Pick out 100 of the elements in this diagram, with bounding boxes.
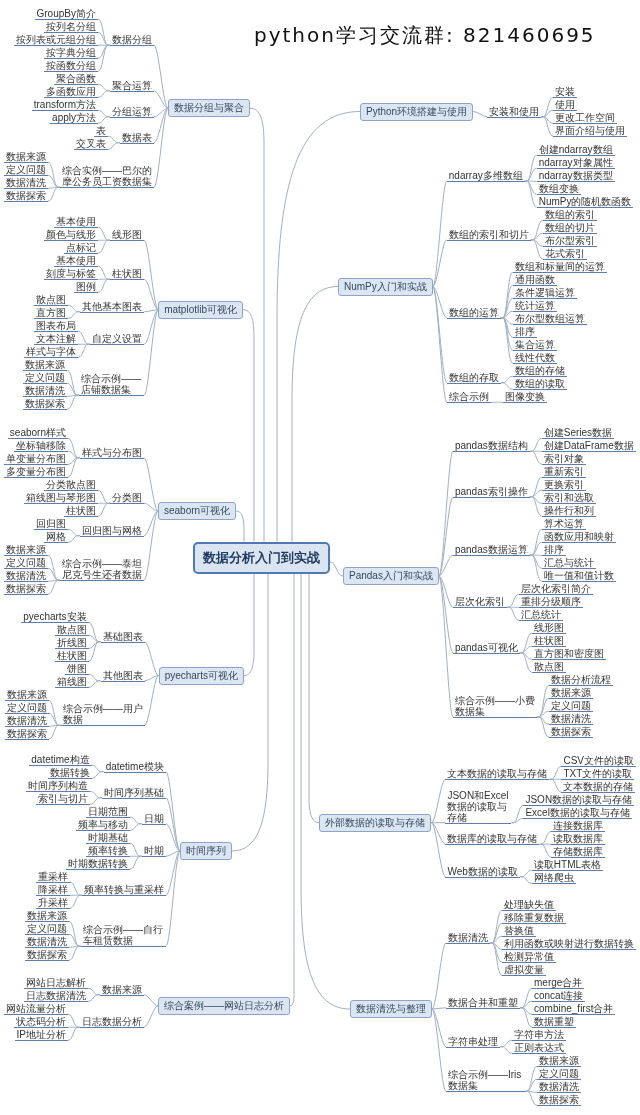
subtopic-label: 综合示例——Iris数据集 <box>446 1069 525 1092</box>
detail-label: 柱状图 <box>54 650 89 662</box>
subtopic-label: 数组的运算 <box>446 306 501 319</box>
detail-label: 图例 <box>74 281 99 293</box>
subtopic-label: 基础图表 <box>100 630 145 643</box>
detail-label: 索引对象 <box>541 453 586 465</box>
branch-curve <box>529 496 543 517</box>
branch-curve <box>68 945 82 961</box>
branch-curve <box>506 606 520 621</box>
detail-label: 重新索引 <box>541 466 586 478</box>
detail-label: 数组的切片 <box>542 222 597 234</box>
branch-curve <box>438 575 454 654</box>
subtopic-label: 自定义设置 <box>90 333 145 345</box>
subtopic-label: ndarray多维数组 <box>446 170 525 182</box>
subtopic-label: 其他基本图表 <box>80 300 145 313</box>
detail-label: JSON数据的读取与存储 <box>523 794 635 806</box>
detail-label: 数据探索 <box>537 1094 581 1106</box>
branch-curve <box>129 842 143 857</box>
detail-label: 按列名分组 <box>44 21 98 33</box>
branch-curve <box>500 317 514 364</box>
subtopic-label: 数据库的读取与存储 <box>445 833 540 845</box>
detail-label: 更改工作空间 <box>553 112 618 124</box>
branch-curve <box>144 641 160 676</box>
detail-label: TXT文件的读取 <box>561 768 635 780</box>
detail-label: 布尔型数组运算 <box>512 313 587 325</box>
subtopic-label: 字符串处理 <box>446 1035 500 1048</box>
branch-curve <box>529 450 543 465</box>
branch-curve <box>97 90 111 98</box>
detail-label: 频率与移动 <box>76 819 130 831</box>
detail-label: 数据清洗 <box>4 715 49 727</box>
branch-curve <box>129 823 143 831</box>
subtopic-label: pandas索引操作 <box>452 485 530 498</box>
subtopic-label: pandas可视化 <box>452 641 520 654</box>
detail-label: 定义问题 <box>537 1068 581 1080</box>
central-topic-box: 数据分析入门到实战 <box>193 541 330 574</box>
detail-label: 状态码分析 <box>14 1016 68 1028</box>
branch-curve <box>499 1046 513 1054</box>
subtopic-label: 层次化索引 <box>452 596 507 608</box>
subtopic-label: 安装和使用 <box>487 105 542 118</box>
subtopic-label: 时期 <box>142 845 166 857</box>
branch-curve <box>69 881 83 896</box>
detail-label: 文本数据的存储 <box>561 781 636 793</box>
detail-label: 定义问题 <box>548 700 593 712</box>
branch-curve <box>519 876 533 884</box>
branch-curve <box>165 850 181 947</box>
detail-label: 汇总与统计 <box>541 557 596 569</box>
detail-label: 散点图 <box>34 294 69 306</box>
detail-label: 刻度与标签 <box>44 268 99 280</box>
branch-curve <box>68 933 82 947</box>
branch-curve <box>536 684 550 718</box>
branch-curve <box>489 942 503 976</box>
detail-label: 基本使用 <box>54 216 99 228</box>
detail-label: apply方法 <box>50 112 98 124</box>
topic-box: Pandas入门和实战 <box>343 567 439 585</box>
branch-curve <box>143 1005 159 1028</box>
topic-box: 数据分组与聚合 <box>168 99 250 118</box>
detail-label: 安装 <box>553 86 578 98</box>
branch-curve <box>165 823 181 852</box>
detail-label: Excel数据的读取与存储 <box>523 807 632 819</box>
subtopic-label: 柱状图 <box>110 268 145 280</box>
detail-label: 降采样 <box>36 884 70 896</box>
detail-label: 检测异常值 <box>502 951 556 963</box>
branch-curve <box>291 286 339 542</box>
detail-label: 回归图 <box>34 518 68 530</box>
detail-label: 日志数据清洗 <box>24 990 88 1002</box>
detail-label: 条件逻辑运算 <box>512 287 577 299</box>
detail-label: 单变量分布图 <box>4 453 68 465</box>
branch-curve <box>432 286 448 403</box>
branch-curve <box>69 894 83 909</box>
detail-label: 虚拟变量 <box>502 964 546 976</box>
subtopic-label: 综合示例 <box>446 391 491 403</box>
branch-curve <box>430 822 446 845</box>
branch-curve <box>97 31 111 46</box>
detail-label: 坐标轴移除 <box>14 440 68 452</box>
detail-label: 花式索引 <box>542 248 587 260</box>
detail-label: 集合运算 <box>512 339 557 351</box>
subtopic-label: 样式与分布图 <box>80 446 144 459</box>
detail-label: GroupBy简介 <box>34 8 98 20</box>
detail-label: 数据探索 <box>4 583 48 595</box>
detail-label: 按函数分组 <box>44 60 98 72</box>
detail-label: merge合并 <box>532 977 585 989</box>
detail-label: 按列表或元组分组 <box>14 34 98 46</box>
detail-label: 颜色与线形 <box>44 229 99 241</box>
detail-label: 汇总统计 <box>518 609 563 621</box>
detail-label: 网络爬虫 <box>531 872 576 884</box>
branch-curve <box>308 573 320 824</box>
branch-curve <box>88 641 102 662</box>
subtopic-label: 综合示例——自行车租赁数据 <box>81 924 166 947</box>
branch-curve <box>143 309 159 313</box>
branch-curve <box>97 489 111 504</box>
detail-label: 多函数应用 <box>44 86 98 98</box>
detail-label: 层次化索引简介 <box>518 583 593 595</box>
branch-curve <box>329 561 344 577</box>
detail-label: 数组的存储 <box>512 365 567 377</box>
branch-curve <box>524 180 538 208</box>
topic-box: Python环境搭建与使用 <box>360 102 474 121</box>
subtopic-label: 文本数据的读取与存储 <box>445 768 550 780</box>
topic-box: 外部数据的读取与存储 <box>319 813 432 832</box>
subtopic-label: 数据合并和重塑 <box>446 996 520 1009</box>
detail-label: 基本使用 <box>54 255 99 267</box>
